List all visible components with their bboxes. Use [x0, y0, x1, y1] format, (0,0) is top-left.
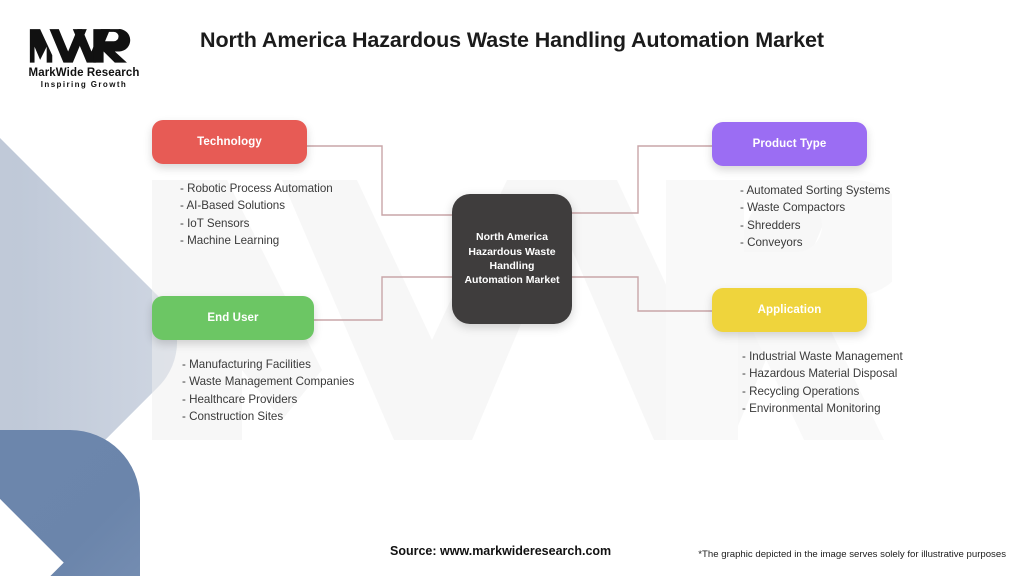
category-end-user: End User - Manufacturing Facilities - Wa… — [152, 296, 354, 426]
list-item: - AI-Based Solutions — [180, 199, 286, 213]
center-line-1: North America — [476, 231, 548, 244]
category-items-product-type: - Automated Sorting Systems - Waste Comp… — [740, 182, 890, 252]
list-item: - Automated Sorting Systems — [740, 184, 891, 197]
category-technology: Technology - Robotic Process Automation … — [152, 120, 333, 250]
brand-name: MarkWide Research — [28, 67, 140, 79]
connector-application — [572, 276, 712, 312]
category-pill-technology[interactable]: Technology — [152, 120, 307, 164]
list-item: - Environmental Monitoring — [742, 402, 881, 416]
category-label-end-user: End User — [207, 312, 259, 324]
category-product-type: Product Type - Automated Sorting Systems… — [712, 122, 890, 252]
center-node-text: North America Hazardous Waste Handling A… — [456, 230, 567, 288]
center-node: North America Hazardous Waste Handling A… — [452, 194, 572, 324]
connector-producttype — [572, 145, 717, 214]
category-items-end-user: - Manufacturing Facilities - Waste Manag… — [182, 356, 354, 426]
decorative-shape-mask — [0, 421, 64, 576]
category-pill-product-type[interactable]: Product Type — [712, 122, 867, 166]
category-pill-end-user[interactable]: End User — [152, 296, 314, 340]
footer-source[interactable]: Source: www.markwideresearch.com — [390, 544, 612, 558]
center-line-4: Automation Market — [464, 274, 560, 287]
category-label-product-type: Product Type — [752, 138, 827, 150]
list-item: - Hazardous Material Disposal — [742, 367, 898, 381]
list-item: - Construction Sites — [182, 410, 284, 424]
list-item: - Healthcare Providers — [182, 392, 298, 406]
center-line-3: Handling — [489, 260, 535, 272]
list-item: - Waste Management Companies — [182, 375, 355, 389]
category-application: Application - Industrial Waste Managemen… — [712, 288, 903, 418]
category-label-technology: Technology — [197, 136, 262, 148]
list-item: - Industrial Waste Management — [742, 350, 903, 363]
footer-disclaimer: *The graphic depicted in the image serve… — [698, 549, 1006, 560]
list-item: - IoT Sensors — [180, 216, 250, 230]
center-line-2: Hazardous Waste — [468, 245, 556, 258]
list-item: - Waste Compactors — [740, 201, 846, 215]
page-title: North America Hazardous Waste Handling A… — [200, 28, 824, 52]
category-items-technology: - Robotic Process Automation - AI-Based … — [180, 180, 333, 250]
list-item: - Manufacturing Facilities — [182, 358, 311, 371]
brand-tagline: Inspiring Growth — [40, 80, 128, 89]
decorative-shape-steel-blue — [0, 430, 140, 576]
mwr-monogram-icon — [29, 29, 131, 63]
list-item: - Conveyors — [740, 236, 803, 250]
list-item: - Shredders — [740, 218, 801, 232]
list-item: - Recycling Operations — [742, 384, 860, 398]
category-pill-application[interactable]: Application — [712, 288, 867, 332]
brand-logo: MarkWide Research Inspiring Growth — [14, 22, 154, 89]
category-items-application: - Industrial Waste Management - Hazardou… — [742, 348, 903, 418]
list-item: - Robotic Process Automation — [180, 182, 333, 195]
category-label-application: Application — [757, 304, 822, 316]
list-item: - Machine Learning — [180, 234, 280, 248]
